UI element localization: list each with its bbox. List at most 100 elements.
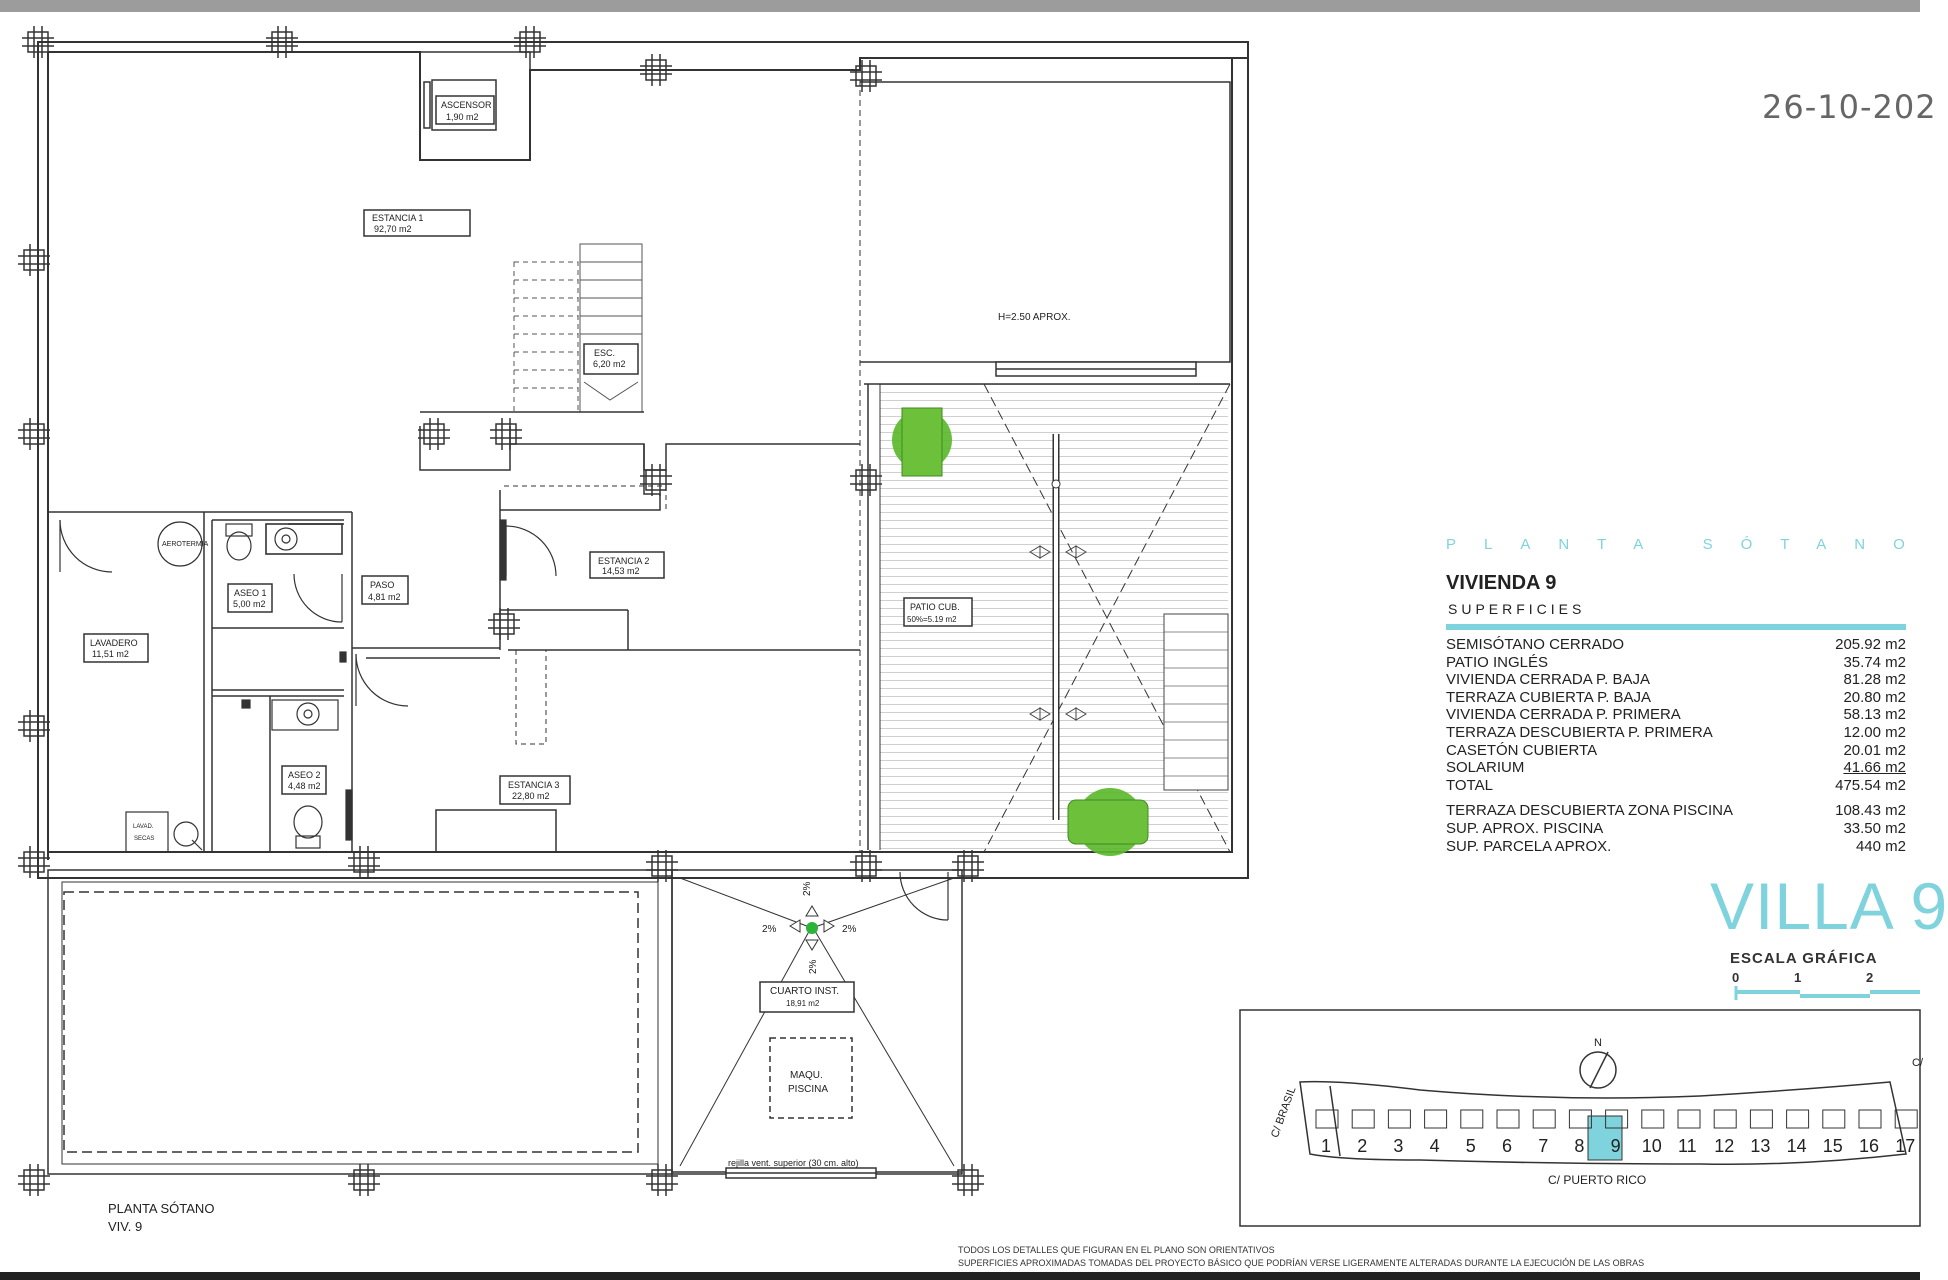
- street-left: C/ BRASIL: [1269, 1085, 1298, 1139]
- note-line1: TODOS LOS DETALLES QUE FIGURAN EN EL PLA…: [958, 1245, 1275, 1255]
- area-label: CASETÓN CUBIERTA: [1446, 741, 1598, 759]
- area-value: 20.80 m2: [1843, 688, 1906, 706]
- lot-number: 6: [1502, 1136, 1512, 1156]
- area-label: VIVIENDA CERRADA P. PRIMERA: [1446, 706, 1681, 724]
- doors: [59, 519, 949, 921]
- lot-number: 15: [1823, 1136, 1843, 1156]
- plan-caption-line2: VIV. 9: [108, 1219, 143, 1234]
- lot-house: [1532, 1109, 1556, 1129]
- superficies-title: SUPERFICIES: [1448, 601, 1586, 617]
- aseo2-area: 4,48 m2: [288, 781, 321, 791]
- street-bottom: C/ PUERTO RICO: [1548, 1173, 1646, 1187]
- ascensor-name: ASCENSOR: [441, 100, 492, 110]
- aseo1-name: ASEO 1: [234, 588, 267, 598]
- lot-number: 5: [1466, 1136, 1476, 1156]
- area-label: SUP. APROX. PISCINA: [1446, 819, 1604, 837]
- slope-right: 2%: [842, 924, 857, 935]
- slope-left: 2%: [762, 924, 777, 935]
- area-value: 108.43 m2: [1835, 802, 1906, 820]
- paso-area: 4,81 m2: [368, 592, 401, 602]
- area-label: PATIO INGLÉS: [1446, 653, 1548, 671]
- aerotermia-unit: [157, 521, 203, 567]
- area-value: 58.13 m2: [1843, 706, 1906, 724]
- lot-house: [1858, 1109, 1882, 1129]
- aerotermia-label: AEROTERMIA: [162, 541, 209, 548]
- elevator: [419, 51, 531, 161]
- aseo1-area: 5,00 m2: [233, 599, 266, 609]
- lot-house: [1749, 1109, 1773, 1129]
- slope-arrows: [789, 905, 835, 951]
- area-row: SUP. PARCELA APROX.440 m2: [1446, 838, 1906, 856]
- scale-title: ESCALA GRÁFICA: [1730, 950, 1878, 967]
- lot-number: 7: [1538, 1136, 1548, 1156]
- area-value: 475.54 m2: [1835, 776, 1906, 794]
- plan-caption: PLANTA SÓTANO VIV. 9: [108, 1200, 214, 1236]
- room-label-boxes: [83, 551, 665, 805]
- scale-tick-1: 1: [1794, 970, 1801, 985]
- area-row: VIVIENDA CERRADA P. PRIMERA 58.13 m2: [1446, 706, 1906, 724]
- paso-name: PASO: [370, 580, 394, 590]
- slope-bottom: 2%: [808, 959, 819, 974]
- area-row: TERRAZA DESCUBIERTA ZONA PISCINA 108.43 m…: [1446, 802, 1906, 820]
- maqu-line1: MAQU.: [790, 1070, 823, 1081]
- area-label: SEMISÓTANO CERRADO: [1446, 636, 1625, 653]
- upper-right-room: [859, 80, 1231, 852]
- lot-house: [1894, 1109, 1918, 1129]
- estancia1-area: 92,70 m2: [374, 224, 412, 234]
- area-label: TERRAZA DESCUBIERTA ZONA PISCINA: [1446, 802, 1734, 820]
- lot-house: [1315, 1109, 1339, 1129]
- lot-house: [1351, 1109, 1375, 1129]
- area-value: 41.66 m2: [1843, 759, 1906, 777]
- top-bar: [0, 0, 1920, 12]
- plan-date: 26-10-202: [1762, 88, 1937, 126]
- interior-walls: [48, 411, 860, 853]
- patio-area: 50%=5.19 m2: [907, 615, 957, 624]
- estancia1-name: ESTANCIA 1: [372, 213, 423, 223]
- street-right: C/: [1912, 1057, 1924, 1069]
- staircase: [513, 243, 643, 413]
- lavasecas-line1: LAVAD.: [133, 824, 154, 830]
- lot-house: [1641, 1109, 1665, 1129]
- lavadero-name: LAVADERO: [90, 638, 138, 648]
- area-label: VIVIENDA CERRADA P. BAJA: [1446, 671, 1650, 689]
- lot-number: 12: [1714, 1136, 1734, 1156]
- lot-number: 10: [1642, 1136, 1662, 1156]
- lot-house: [1786, 1109, 1810, 1129]
- estancia2-name: ESTANCIA 2: [598, 556, 649, 566]
- patio-name: PATIO CUB.: [910, 602, 960, 612]
- estancia3-area: 22,80 m2: [512, 791, 550, 801]
- area-label: SOLARIUM: [1446, 759, 1525, 777]
- estancia1-label-box: [363, 209, 471, 237]
- area-row: VIVIENDA CERRADA P. BAJA 81.28 m2: [1446, 671, 1906, 689]
- north-label: N: [1594, 1037, 1602, 1049]
- lot-number: 2: [1357, 1136, 1367, 1156]
- note-line2: SUPERFICIES APROXIMADAS TOMADAS DEL PROY…: [958, 1258, 1645, 1268]
- cuarto-area: 18,91 m2: [786, 999, 820, 1008]
- area-value: 12.00 m2: [1843, 723, 1906, 741]
- footer-notes: TODOS LOS DETALLES QUE FIGURAN EN EL PLA…: [958, 1244, 1644, 1270]
- lot-house: [1677, 1109, 1701, 1129]
- estancia3-name: ESTANCIA 3: [508, 780, 559, 790]
- arrow-markers: [1029, 545, 1087, 721]
- area-value: 20.01 m2: [1843, 741, 1906, 759]
- lot-number: 13: [1750, 1136, 1770, 1156]
- vivienda-title: VIVIENDA 9: [1446, 572, 1557, 594]
- villa-title: VILLA 9: [1710, 869, 1948, 943]
- site-map: [1239, 1009, 1921, 1227]
- aseo2-name: ASEO 2: [288, 770, 321, 780]
- bottom-bar: [0, 1272, 1920, 1280]
- scale-bar: 0 1 2: [1732, 970, 1920, 1000]
- area-label: TERRAZA CUBIERTA P. BAJA: [1446, 688, 1652, 706]
- area-value: 440 m2: [1855, 837, 1906, 855]
- slope-top: 2%: [802, 881, 813, 896]
- lot-number: 8: [1574, 1136, 1584, 1156]
- area-value: 81.28 m2: [1843, 671, 1906, 689]
- lot-house: [1424, 1109, 1448, 1129]
- lot-house: [1387, 1109, 1411, 1129]
- column-markers: [18, 26, 984, 1196]
